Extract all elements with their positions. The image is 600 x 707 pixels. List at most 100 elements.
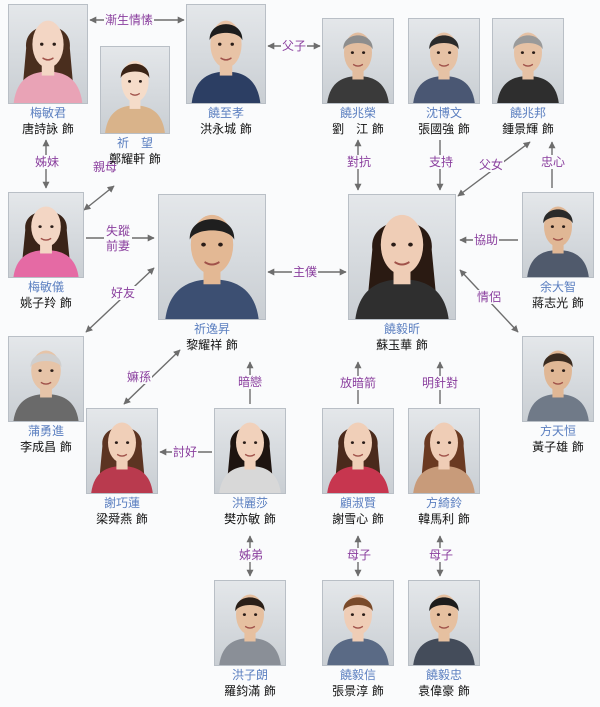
character-name: 顧淑賢 [339, 496, 376, 510]
person-sum_bok_man: 沈博文張國強 飾 [408, 18, 480, 138]
person-hung_chi_long: 洪子朗羅鈞滿 飾 [214, 580, 286, 700]
person-mei_min_kwan: 梅敏君唐詩詠 飾 [8, 4, 88, 138]
portrait-icon [492, 18, 564, 104]
character-name: 沈博文 [425, 106, 462, 120]
relation-label: 母子 [346, 548, 373, 562]
person-yiu_siu_bong: 饒兆邦鍾景輝 飾 [492, 18, 564, 138]
relation-label: 主僕 [292, 265, 319, 279]
character-name: 梅敏君 [29, 106, 66, 120]
connector-po_yung_chun-kei_yat_sing [85, 267, 155, 333]
relation-label: 討好 [172, 445, 199, 459]
actor-name: 唐詩詠 飾 [22, 122, 74, 136]
portrait-icon [322, 18, 394, 104]
person-yu_dai_chi: 余大智蔣志光 飾 [522, 192, 594, 312]
actor-name: 黃子雄 飾 [532, 440, 584, 454]
portrait-icon [100, 46, 170, 134]
actor-name: 蘇玉華 飾 [376, 338, 428, 352]
relation-label: 支持 [428, 155, 455, 169]
person-tse_hau_lin: 謝巧蓮梁舜燕 飾 [86, 408, 158, 528]
portrait-icon [8, 336, 84, 422]
relation-label: 失蹤前妻 [104, 224, 132, 254]
actor-name: 袁偉豪 飾 [418, 684, 470, 698]
relation-label: 父女 [478, 158, 505, 172]
person-yiu_ngai_shun: 饒毅信張景淳 飾 [322, 580, 394, 700]
person-po_yung_chun: 蒲勇進李成昌 飾 [8, 336, 84, 456]
portrait-icon [408, 18, 480, 104]
actor-name: 梁舜燕 飾 [96, 512, 148, 526]
relation-label: 母子 [428, 548, 455, 562]
connector-mei_min_yi-kei_mong [83, 185, 115, 211]
character-name: 洪麗莎 [231, 496, 268, 510]
actor-name: 李成昌 飾 [20, 440, 72, 454]
character-name: 方綺鈴 [425, 496, 462, 510]
character-name: 梅敏儀 [27, 280, 64, 294]
relation-label: 對抗 [346, 155, 373, 169]
character-name: 祈 望 [116, 136, 153, 150]
person-kei_mong: 祈 望鄭耀軒 飾 [100, 46, 170, 168]
character-name: 余大智 [539, 280, 576, 294]
character-name: 饒毅昕 [383, 322, 420, 336]
actor-name: 黎耀祥 飾 [186, 338, 238, 352]
actor-name: 韓馬利 飾 [418, 512, 470, 526]
character-name: 蒲勇進 [27, 424, 64, 438]
relation-label: 好友 [110, 286, 137, 300]
relation-label: 明針對 [421, 376, 460, 390]
actor-name: 樊亦敏 飾 [224, 512, 276, 526]
portrait-icon [522, 192, 594, 278]
character-name: 饒兆榮 [339, 106, 376, 120]
actor-name: 鍾景輝 飾 [502, 122, 554, 136]
relation-label: 姊妹 [34, 155, 61, 169]
portrait-icon [186, 4, 266, 104]
person-fong_yi_ling: 方綺鈴韓馬利 飾 [408, 408, 480, 528]
portrait-icon [348, 194, 456, 320]
character-name: 祈逸昇 [193, 322, 230, 336]
person-yiu_ngai_chung: 饒毅忠袁偉豪 飾 [408, 580, 480, 700]
actor-name: 謝雪心 飾 [332, 512, 384, 526]
person-fong_tin_hang: 方天恒黃子雄 飾 [522, 336, 594, 456]
relation-label: 漸生情愫 [104, 13, 155, 27]
relation-label: 放暗箭 [339, 376, 378, 390]
actor-name: 羅鈞滿 飾 [224, 684, 276, 698]
person-mei_min_yi: 梅敏儀姚子羚 飾 [8, 192, 84, 312]
person-hung_lai_sa: 洪麗莎樊亦敏 飾 [214, 408, 286, 528]
actor-name: 蔣志光 飾 [532, 296, 584, 310]
character-name: 謝巧蓮 [103, 496, 140, 510]
character-name: 洪子朗 [231, 668, 268, 682]
portrait-icon [86, 408, 158, 494]
actor-name: 洪永城 飾 [200, 122, 252, 136]
portrait-icon [522, 336, 594, 422]
relation-label: 父子 [281, 39, 308, 53]
portrait-icon [214, 408, 286, 494]
actor-name: 姚子羚 飾 [20, 296, 72, 310]
relation-label: 協助 [473, 233, 500, 247]
character-name: 饒毅忠 [425, 668, 462, 682]
portrait-icon [8, 4, 88, 104]
portrait-icon [8, 192, 84, 278]
person-yiu_ngai_yan: 饒毅昕蘇玉華 飾 [348, 194, 456, 354]
portrait-icon [158, 194, 266, 320]
actor-name: 張國強 飾 [418, 122, 470, 136]
person-yiu_chi_lei: 饒至孝洪永城 飾 [186, 4, 266, 138]
portrait-icon [322, 408, 394, 494]
actor-name: 張景淳 飾 [332, 684, 384, 698]
person-ku_suk_yin: 顧淑賢謝雪心 飾 [322, 408, 394, 528]
portrait-icon [322, 580, 394, 666]
actor-name: 鄭耀軒 飾 [109, 152, 161, 166]
portrait-icon [214, 580, 286, 666]
character-name: 饒毅信 [339, 668, 376, 682]
character-name: 饒至孝 [207, 106, 244, 120]
person-yiu_siu_wing: 饒兆榮劉 江 飾 [322, 18, 394, 138]
relation-label: 姊弟 [238, 548, 265, 562]
relation-label: 暗戀 [237, 375, 264, 389]
portrait-icon [408, 408, 480, 494]
relation-label: 親母 [92, 160, 119, 174]
relation-label: 嫲孫 [126, 370, 153, 384]
relation-label: 忠心 [540, 155, 567, 169]
character-name: 方天恒 [539, 424, 576, 438]
actor-name: 劉 江 飾 [332, 122, 384, 136]
relation-label: 情侶 [476, 290, 503, 304]
character-name: 饒兆邦 [509, 106, 546, 120]
person-kei_yat_sing: 祈逸昇黎耀祥 飾 [158, 194, 266, 354]
portrait-icon [408, 580, 480, 666]
